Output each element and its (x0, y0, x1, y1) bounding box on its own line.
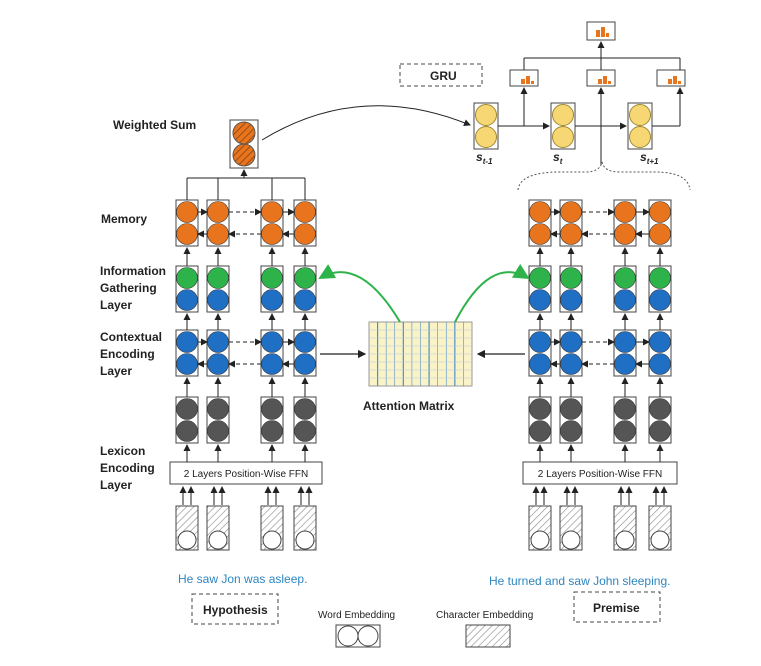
right-ffn-label: 2 Layers Position-Wise FFN (538, 469, 662, 480)
svg-text:Hypothesis: Hypothesis (203, 603, 268, 617)
right-gathering-node-3 (648, 265, 672, 313)
left-context-node-3 (293, 329, 317, 377)
hypothesis-sentence: He saw Jon was asleep. (178, 572, 307, 586)
right-context-node-2 (613, 329, 637, 377)
right-memory-node-2 (613, 199, 637, 247)
right-lexicon-node-1 (559, 396, 583, 444)
weighted-sum-to-gru-arrow (261, 105, 471, 141)
left-gathering-node-2 (260, 265, 284, 313)
left-lexicon-node-0 (175, 396, 199, 444)
lexicon-label-1: Lexicon (100, 444, 145, 458)
right-context-node-1 (559, 329, 583, 377)
left-context-node-0 (175, 329, 199, 377)
contextual-label-3: Layer (100, 364, 132, 378)
info-gathering-label-1: Information (100, 264, 166, 278)
left-lexicon-node-1 (206, 396, 230, 444)
left-lexicon-node-3 (293, 396, 317, 444)
info-gathering-label-3: Layer (100, 298, 132, 312)
hypothesis-box: Hypothesis (191, 593, 279, 625)
dotted-brace (517, 161, 691, 191)
gru-output-distribution-0 (509, 69, 539, 87)
right-gathering-node-0 (528, 265, 552, 313)
left-gathering-node-1 (206, 265, 230, 313)
left-gathering-node-0 (175, 265, 199, 313)
left-context-node-2 (260, 329, 284, 377)
premise-sentence: He turned and saw John sleeping. (489, 574, 670, 588)
legend-char-icon (465, 624, 511, 648)
left-char-embedding-2 (260, 505, 284, 551)
left-ffn-box (169, 461, 323, 485)
right-gathering-node-1 (559, 265, 583, 313)
left-context-node-1 (206, 329, 230, 377)
legend-word-label: Word Embedding (318, 610, 395, 621)
gru-label-box: GRU (399, 63, 483, 87)
left-memory-node-0 (175, 199, 199, 247)
legend-char-label: Character Embedding (436, 610, 533, 621)
gru-state-1 (550, 102, 576, 150)
left-memory-node-2 (260, 199, 284, 247)
svg-text:GRU: GRU (430, 69, 457, 83)
right-ffn-box (522, 461, 678, 485)
contextual-label-2: Encoding (100, 347, 155, 361)
right-memory-node-1 (559, 199, 583, 247)
final-output-distribution (586, 21, 616, 41)
right-char-embedding-3 (648, 505, 672, 551)
svg-text:Premise: Premise (593, 601, 640, 615)
weighted-sum-label: Weighted Sum (113, 118, 196, 132)
right-lexicon-node-2 (613, 396, 637, 444)
right-context-node-0 (528, 329, 552, 377)
right-lexicon-node-0 (528, 396, 552, 444)
gru-output-distribution-2 (656, 69, 686, 87)
memory-label: Memory (101, 212, 147, 226)
left-ffn-label: 2 Layers Position-Wise FFN (184, 469, 308, 480)
right-char-embedding-1 (559, 505, 583, 551)
gru-output-distribution-1 (586, 69, 616, 87)
lexicon-label-3: Layer (100, 478, 132, 492)
left-char-embedding-3 (293, 505, 317, 551)
gru-state-0 (473, 102, 499, 150)
right-memory-node-3 (648, 199, 672, 247)
right-context-node-3 (648, 329, 672, 377)
info-gathering-label-2: Gathering (100, 281, 157, 295)
attention-matrix-label: Attention Matrix (363, 399, 455, 413)
contextual-label-1: Contextual (100, 330, 162, 344)
s-curr-label: st (553, 150, 563, 166)
left-memory-node-3 (293, 199, 317, 247)
left-memory-node-1 (206, 199, 230, 247)
left-gathering-node-3 (293, 265, 317, 313)
right-memory-node-0 (528, 199, 552, 247)
right-char-embedding-0 (528, 505, 552, 551)
left-char-embedding-0 (175, 505, 199, 551)
attention-to-left-arrow (318, 264, 401, 323)
gru-state-2 (627, 102, 653, 150)
right-lexicon-node-3 (648, 396, 672, 444)
lexicon-label-2: Encoding (100, 461, 155, 475)
attention-to-right-arrow (454, 263, 530, 323)
s-prev-label: st-1 (476, 150, 493, 166)
s-next-label: st+1 (640, 150, 659, 166)
left-lexicon-node-2 (260, 396, 284, 444)
premise-box: Premise (573, 591, 661, 623)
legend-word-icon (335, 624, 381, 648)
weighted-sum-node (229, 119, 259, 169)
right-gathering-node-2 (613, 265, 637, 313)
left-char-embedding-1 (206, 505, 230, 551)
attention-matrix (368, 321, 473, 387)
right-char-embedding-2 (613, 505, 637, 551)
